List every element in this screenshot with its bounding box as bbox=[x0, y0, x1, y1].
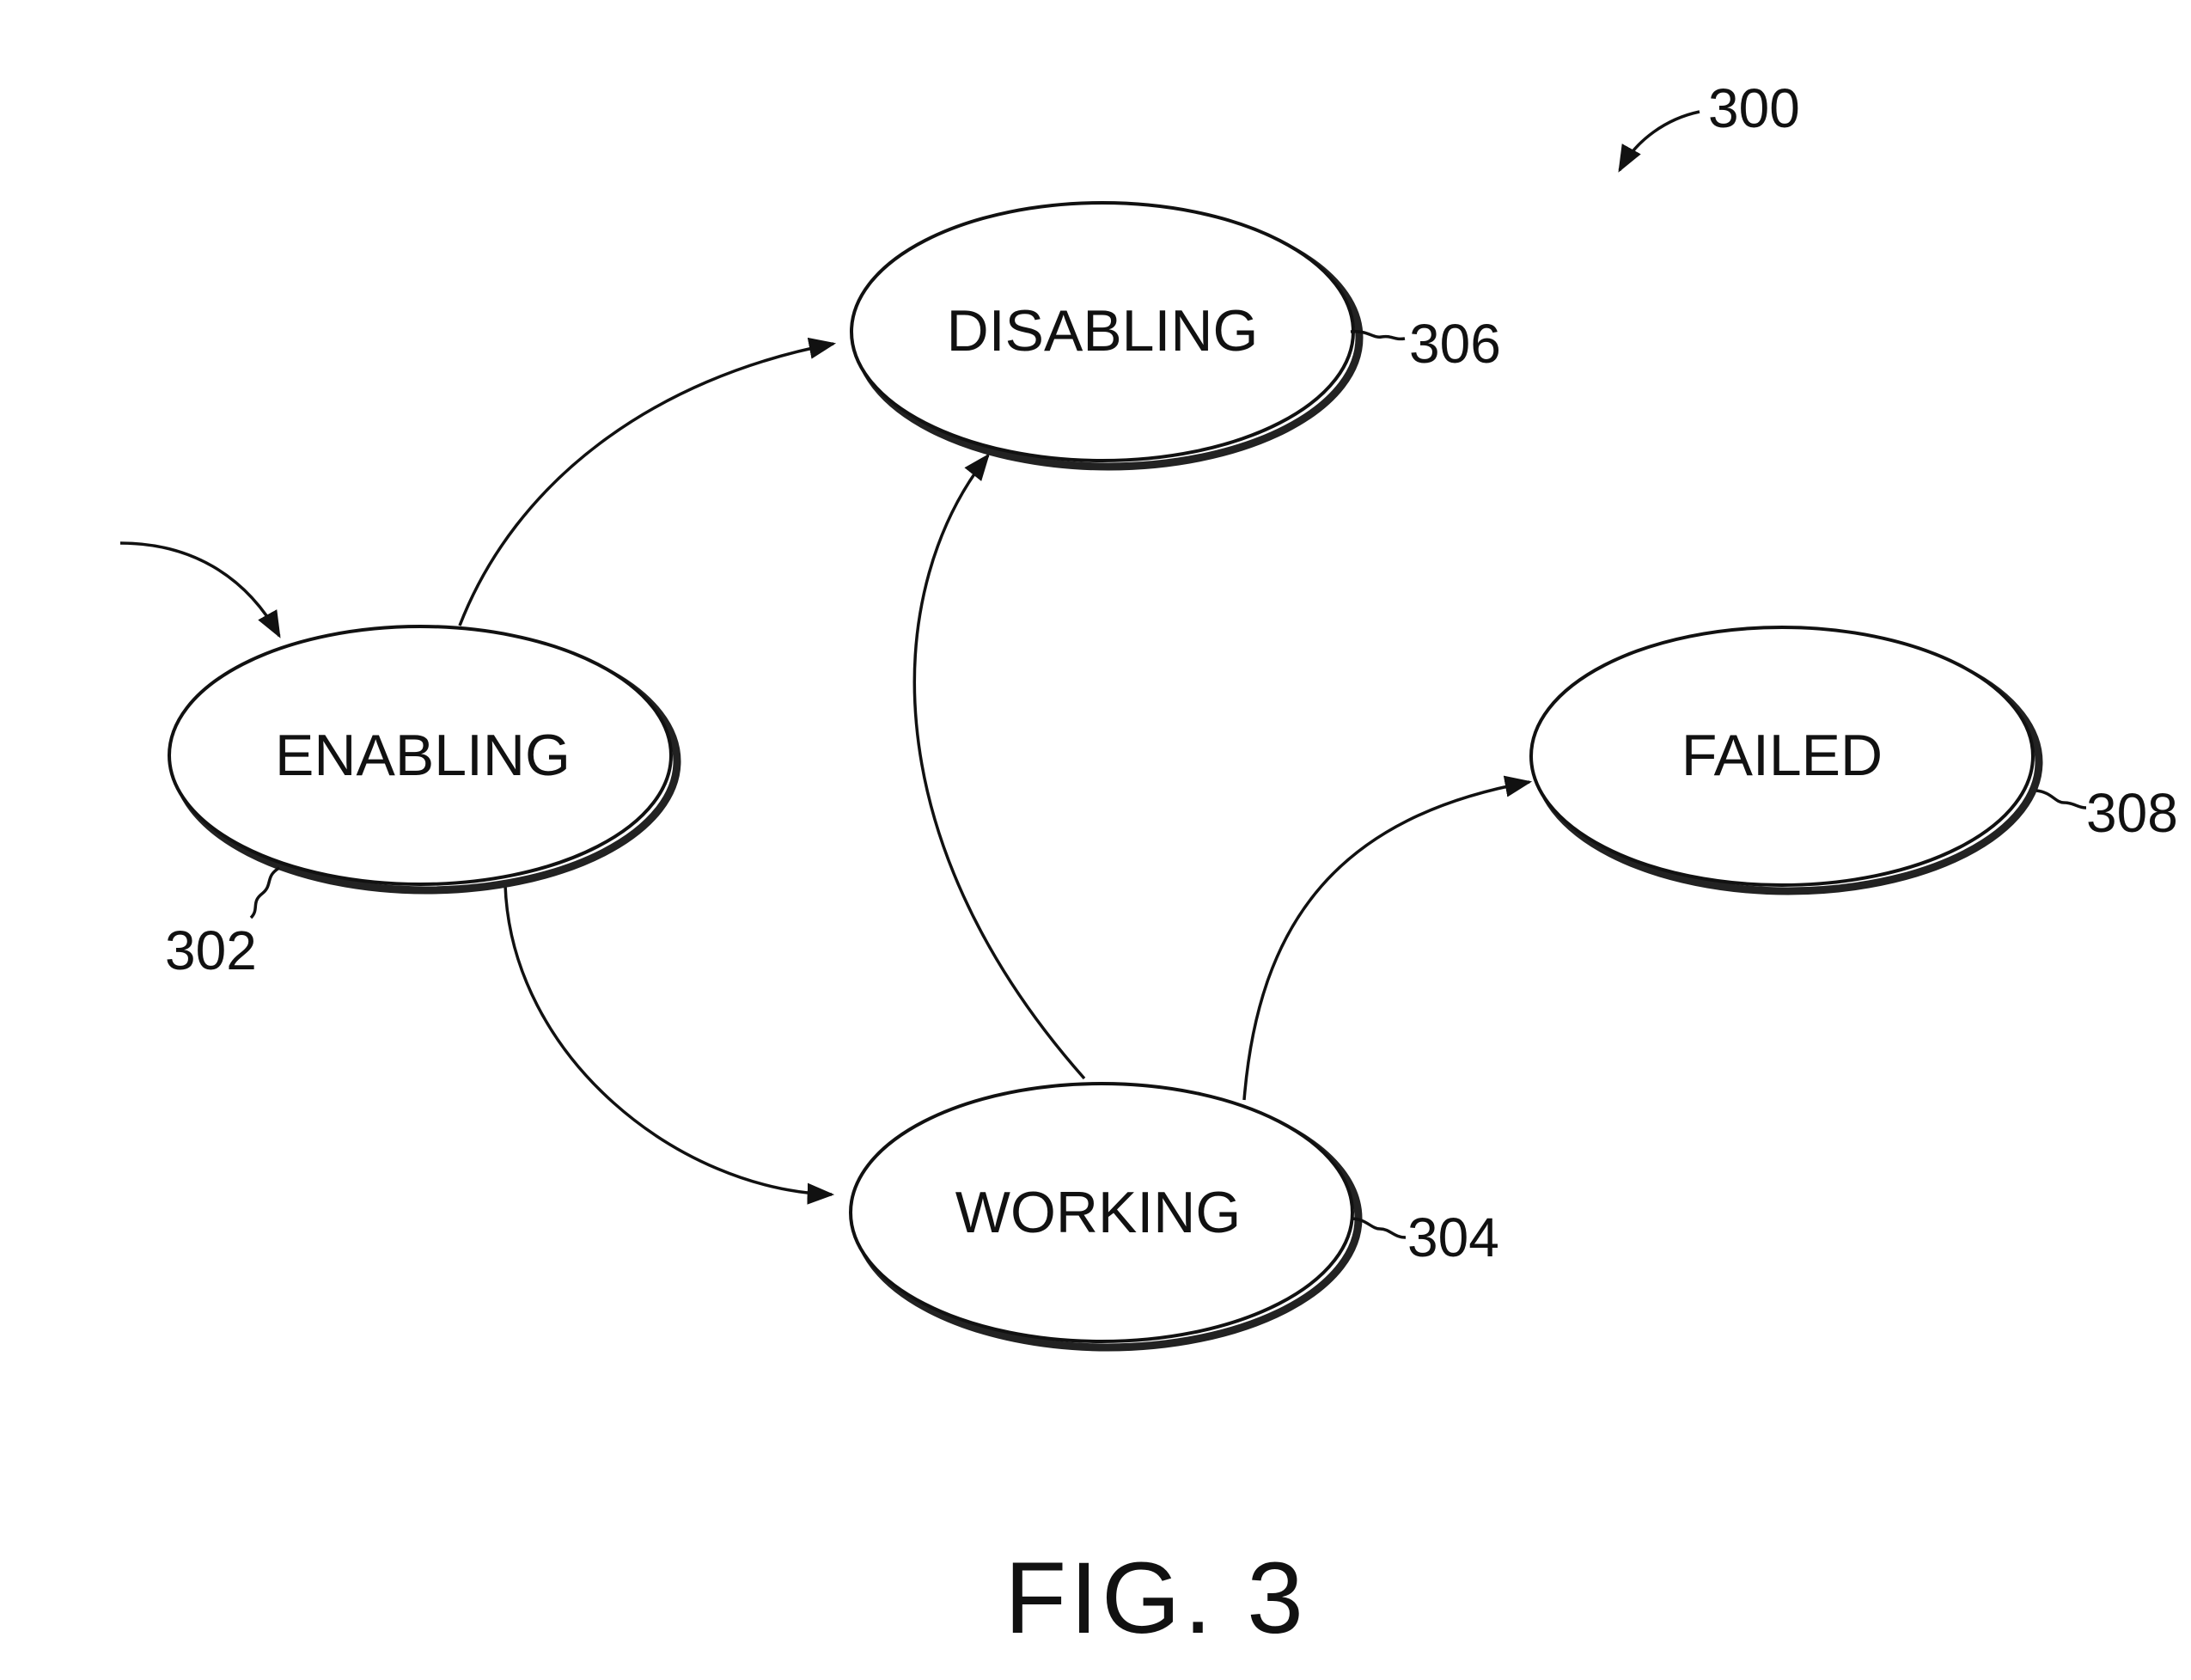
edge-enabling-to-working bbox=[505, 885, 832, 1194]
ref-label-302: 302 bbox=[165, 919, 257, 981]
edge-working-to-failed bbox=[1244, 782, 1529, 1100]
state-node-enabling: ENABLING bbox=[169, 626, 677, 890]
ref-label-308: 308 bbox=[2086, 782, 2178, 844]
figure-ref-arrow bbox=[1620, 112, 1700, 170]
state-label-disabling: DISABLING bbox=[947, 298, 1259, 363]
state-node-failed: FAILED bbox=[1531, 627, 2039, 891]
edge-enabling-to-disabling bbox=[460, 344, 833, 626]
state-label-failed: FAILED bbox=[1681, 723, 1883, 788]
state-label-working: WORKING bbox=[955, 1180, 1241, 1245]
leader-302 bbox=[251, 868, 279, 918]
edge-working-to-disabling bbox=[914, 455, 1084, 1078]
state-node-disabling: DISABLING bbox=[851, 203, 1359, 467]
edge-start-to-enabling bbox=[120, 543, 279, 636]
figure-caption: FIG. 3 bbox=[1004, 1542, 1307, 1655]
state-node-working: WORKING bbox=[851, 1084, 1358, 1347]
leader-308 bbox=[2036, 791, 2086, 808]
figure-ref-label: 300 bbox=[1708, 77, 1800, 139]
ref-label-304: 304 bbox=[1407, 1207, 1499, 1268]
ref-label-306: 306 bbox=[1409, 313, 1501, 375]
state-label-enabling: ENABLING bbox=[275, 723, 571, 788]
